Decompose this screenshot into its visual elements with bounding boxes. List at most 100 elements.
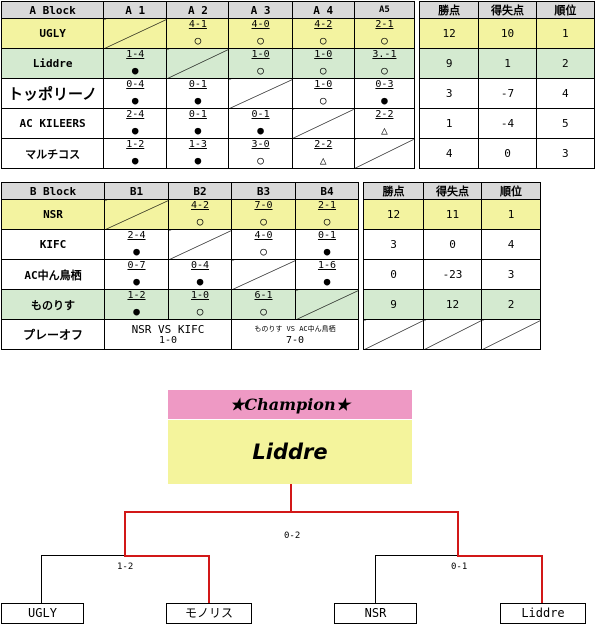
col-header-b4: B4: [295, 182, 359, 200]
match-score: 3-0: [251, 139, 270, 150]
match-result-mark: ●: [194, 124, 202, 137]
team-name: トッポリーノ: [0, 78, 105, 109]
bracket-team-ugly: UGLY: [1, 603, 84, 624]
points-cell: 12: [363, 199, 424, 230]
match-score: 1-0: [190, 290, 210, 301]
match-result-cell: 0-1●: [166, 78, 230, 109]
match-result-cell: 6-1○: [231, 289, 296, 320]
match-result-cell: 0-7●: [104, 259, 169, 290]
col-header-a3: A 3: [228, 1, 293, 19]
col-header-points: 勝点: [419, 1, 480, 19]
match-result-cell: 0-4●: [103, 78, 168, 109]
match-result-mark: ●: [133, 305, 140, 318]
match-result-mark: ○: [260, 305, 267, 318]
self-match-cell: [103, 18, 168, 49]
bracket-line: [541, 555, 543, 604]
match-result-mark: ○: [196, 305, 204, 318]
rank-cell: 5: [535, 108, 595, 139]
bracket-line: [41, 555, 125, 556]
col-header-points: 勝点: [363, 182, 424, 200]
goal-diff-cell: -4: [478, 108, 537, 139]
goal-diff-cell: 0: [478, 138, 537, 169]
match-score: 2-4: [126, 109, 145, 120]
bracket-line: [457, 555, 543, 557]
match-result-cell: 2-2△: [353, 108, 416, 139]
match-score: 0-3: [375, 79, 394, 90]
match-score: 2-4: [127, 230, 146, 241]
self-match-cell: [353, 138, 416, 169]
bracket-line: [375, 555, 459, 556]
a-block-header-row: A Block A 1 A 2 A 3 A 4 A5 勝点 得失点 順位: [0, 1, 595, 19]
bracket-team-nsr: NSR: [334, 603, 417, 624]
bracket-line: [375, 555, 376, 604]
goal-diff-cell: 1: [478, 48, 537, 79]
col-header-rank: 順位: [481, 182, 541, 200]
col-header-b1: B1: [104, 182, 169, 200]
match-result-mark: ●: [131, 64, 139, 77]
match-result-cell: 2-1○: [353, 18, 416, 49]
match-result-mark: ●: [381, 94, 388, 107]
match-result-cell: 1-0○: [228, 48, 293, 79]
points-cell: 12: [419, 18, 480, 49]
col-header-a1: A 1: [103, 1, 168, 19]
match-result-mark: ●: [133, 245, 140, 258]
match-result-mark: ●: [131, 124, 139, 137]
points-cell: 3: [419, 78, 480, 109]
playoff-match-1-teams: NSR VS KIFC: [131, 322, 205, 336]
match-result-cell: 1-0○: [291, 48, 355, 79]
match-result-cell: 3.-1○: [353, 48, 416, 79]
rank-cell: 2: [535, 48, 595, 79]
self-match-cell: [231, 259, 296, 290]
rank-cell: 1: [481, 199, 541, 230]
self-match-cell: [291, 108, 355, 139]
bracket-line: [41, 555, 42, 604]
match-result-mark: ○: [323, 215, 331, 228]
match-score: 0-4: [190, 260, 210, 271]
match-result-cell: 0-1●: [295, 229, 359, 260]
match-score: 3.-1: [372, 49, 397, 60]
match-result-mark: ○: [196, 215, 204, 228]
match-result-mark: ●: [194, 94, 202, 107]
match-score: 1-4: [126, 49, 145, 60]
points-cell: 4: [419, 138, 480, 169]
match-result-cell: 4-0○: [228, 18, 293, 49]
match-score: 1-3: [188, 139, 207, 150]
points-cell: 0: [363, 259, 424, 290]
rank-cell: 2: [481, 289, 541, 320]
match-score: 2-2: [314, 139, 333, 150]
bracket-team-liddre: Liddre: [500, 603, 586, 624]
bracket-line: [124, 511, 126, 556]
match-result-cell: 1-0 ○: [168, 289, 232, 320]
playoff-match-1: NSR VS KIFC 1-0: [104, 319, 232, 350]
goal-diff-cell: 0: [423, 229, 482, 260]
self-match-cell: [166, 48, 230, 79]
playoff-row: プレーオフ NSR VS KIFC 1-0 ものりす VS AC中ん鳥栖 7-0: [1, 319, 541, 350]
match-result-cell: 4-0○: [231, 229, 296, 260]
match-score: 1-0: [314, 79, 333, 90]
match-score: 2-1: [375, 19, 394, 30]
rank-cell: 3: [481, 259, 541, 290]
match-result-cell: 1-3●: [166, 138, 230, 169]
goal-diff-cell: -23: [423, 259, 482, 290]
match-result-cell: 4-2○: [168, 199, 232, 230]
playoff-empty-cell: [363, 319, 424, 350]
match-score: 1-0: [314, 49, 333, 60]
match-result-cell: 1-6●: [295, 259, 359, 290]
match-score: 2-1: [317, 200, 337, 211]
goal-diff-cell: 10: [478, 18, 537, 49]
match-score: 0-1: [188, 109, 207, 120]
rank-cell: 1: [535, 18, 595, 49]
rank-cell: 4: [481, 229, 541, 260]
col-header-a4: A 4: [291, 1, 355, 19]
playoff-match-2: ものりす VS AC中ん鳥栖 7-0: [231, 319, 359, 350]
rank-cell: 4: [535, 78, 595, 109]
a-block-title: A Block: [0, 1, 105, 19]
match-score: 7-0: [254, 200, 273, 211]
match-result-cell: 0-4●: [168, 259, 232, 290]
match-result-cell: 0-3 ●: [353, 78, 416, 109]
